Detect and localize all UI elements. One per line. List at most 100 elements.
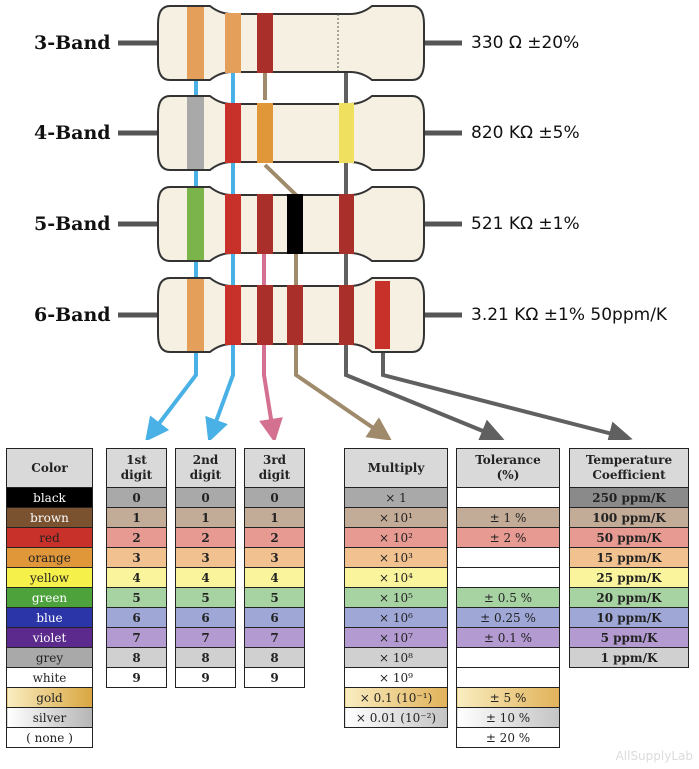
digit-cell: 3	[175, 547, 236, 568]
color-cell: white	[6, 667, 93, 688]
multiply-cell: × 10⁵	[344, 587, 448, 608]
tolerance-cell: ± 1 %	[456, 507, 560, 528]
band-brown	[287, 285, 303, 345]
tolerance-cell	[456, 667, 560, 688]
multiply-cell: × 0.1 (10⁻¹)	[344, 687, 448, 708]
color-cell: gold	[6, 687, 93, 708]
resistor-value: 3.21 KΩ ±1% 50ppm/K	[471, 305, 668, 325]
color-cell: violet	[6, 627, 93, 648]
digit-cell: 9	[106, 667, 167, 688]
tempco-cell: 5 ppm/K	[569, 627, 689, 648]
resistor-value: 330 Ω ±20%	[471, 33, 580, 53]
digit-cell: 2	[175, 527, 236, 548]
band-orange	[225, 13, 241, 73]
color-cell: silver	[6, 707, 93, 728]
multiply-cell: × 1	[344, 487, 448, 508]
resistor-label: 4-Band	[34, 122, 111, 144]
digit-cell: 0	[175, 487, 236, 508]
digit-cell: 5	[244, 587, 305, 608]
band-brown	[257, 194, 273, 254]
band-brown	[339, 285, 354, 345]
digit-cell: 3	[244, 547, 305, 568]
tempco-cell: 100 ppm/K	[569, 507, 689, 528]
digit-cell: 1	[244, 507, 305, 528]
resistor-5-band	[118, 186, 462, 262]
tolerance-cell: ± 5 %	[456, 687, 560, 708]
digit-cell: 8	[175, 647, 236, 668]
band-gold	[339, 103, 354, 163]
color-cell: blue	[6, 607, 93, 628]
tempco-cell: 50 ppm/K	[569, 527, 689, 548]
color-cell: red	[6, 527, 93, 548]
tempco-cell: 250 ppm/K	[569, 487, 689, 508]
leader-digit2	[205, 70, 235, 440]
band-red	[225, 194, 241, 254]
multiply-cell: × 0.01 (10⁻²)	[344, 707, 448, 728]
band-brown	[257, 13, 273, 73]
color-cell: yellow	[6, 567, 93, 588]
color-cell: black	[6, 487, 93, 508]
leader-tolerance	[344, 70, 505, 440]
digit-cell: 8	[106, 647, 167, 668]
tolerance-cell	[456, 487, 560, 508]
band-red	[225, 103, 241, 163]
resistor-label: 6-Band	[34, 304, 111, 326]
multiply-header: Multiply	[344, 448, 448, 488]
resistor-value: 820 KΩ ±5%	[471, 123, 580, 143]
multiply-cell: × 10¹	[344, 507, 448, 528]
multiply-table: Multiply × 1× 10¹× 10²× 10³× 10⁴× 10⁵× 1…	[344, 448, 448, 728]
tolerance-table: Tolerance(%) ± 1 %± 2 %± 0.5 %± 0.25 %± …	[456, 448, 560, 748]
digit-cell: 7	[244, 627, 305, 648]
tolerance-cell: ± 2 %	[456, 527, 560, 548]
digit-cell: 2	[106, 527, 167, 548]
tempco-cell: 20 ppm/K	[569, 587, 689, 608]
leader-digit3	[259, 200, 283, 440]
digit-cell: 3	[106, 547, 167, 568]
resistor-3-band	[118, 5, 462, 81]
resistor-illustrations	[118, 5, 633, 440]
digit-cell: 4	[244, 567, 305, 588]
multiply-cell: × 10³	[344, 547, 448, 568]
tolerance-cell: ± 20 %	[456, 727, 560, 748]
leader-digit1	[145, 70, 198, 440]
digit-cell: 1	[175, 507, 236, 528]
color-cell: orange	[6, 547, 93, 568]
tempco-cell: 1 ppm/K	[569, 647, 689, 668]
resistor-label: 3-Band	[34, 32, 111, 54]
multiply-cell: × 10⁹	[344, 667, 448, 688]
multiply-cell: × 10⁶	[344, 607, 448, 628]
tolerance-cell	[456, 547, 560, 568]
digit-cell: 6	[106, 607, 167, 628]
digit-cell: 9	[175, 667, 236, 688]
color-cell: grey	[6, 647, 93, 668]
tolerance-cell: ± 0.5 %	[456, 587, 560, 608]
resistor-value: 521 KΩ ±1%	[471, 214, 580, 234]
multiply-cell: × 10²	[344, 527, 448, 548]
digit-cell: 1	[106, 507, 167, 528]
resistor-label: 5-Band	[34, 213, 111, 235]
band-brown	[257, 285, 273, 345]
color-header: Color	[6, 448, 93, 488]
digit-cell: 5	[175, 587, 236, 608]
digit-cell: 7	[106, 627, 167, 648]
band-orange	[187, 7, 204, 79]
color-cell: green	[6, 587, 93, 608]
band-grey	[187, 97, 204, 169]
digit-cell: 8	[244, 647, 305, 668]
digit-cell: 4	[175, 567, 236, 588]
digit-cell: 0	[106, 487, 167, 508]
digit-cell: 7	[175, 627, 236, 648]
tolerance-cell: ± 0.25 %	[456, 607, 560, 628]
band-red	[375, 281, 390, 349]
tolerance-cell: ± 0.1 %	[456, 627, 560, 648]
digit-cell: 9	[244, 667, 305, 688]
band-orange	[187, 279, 204, 351]
watermark: AllSupplyLab	[615, 749, 693, 763]
digit-cell: 5	[106, 587, 167, 608]
